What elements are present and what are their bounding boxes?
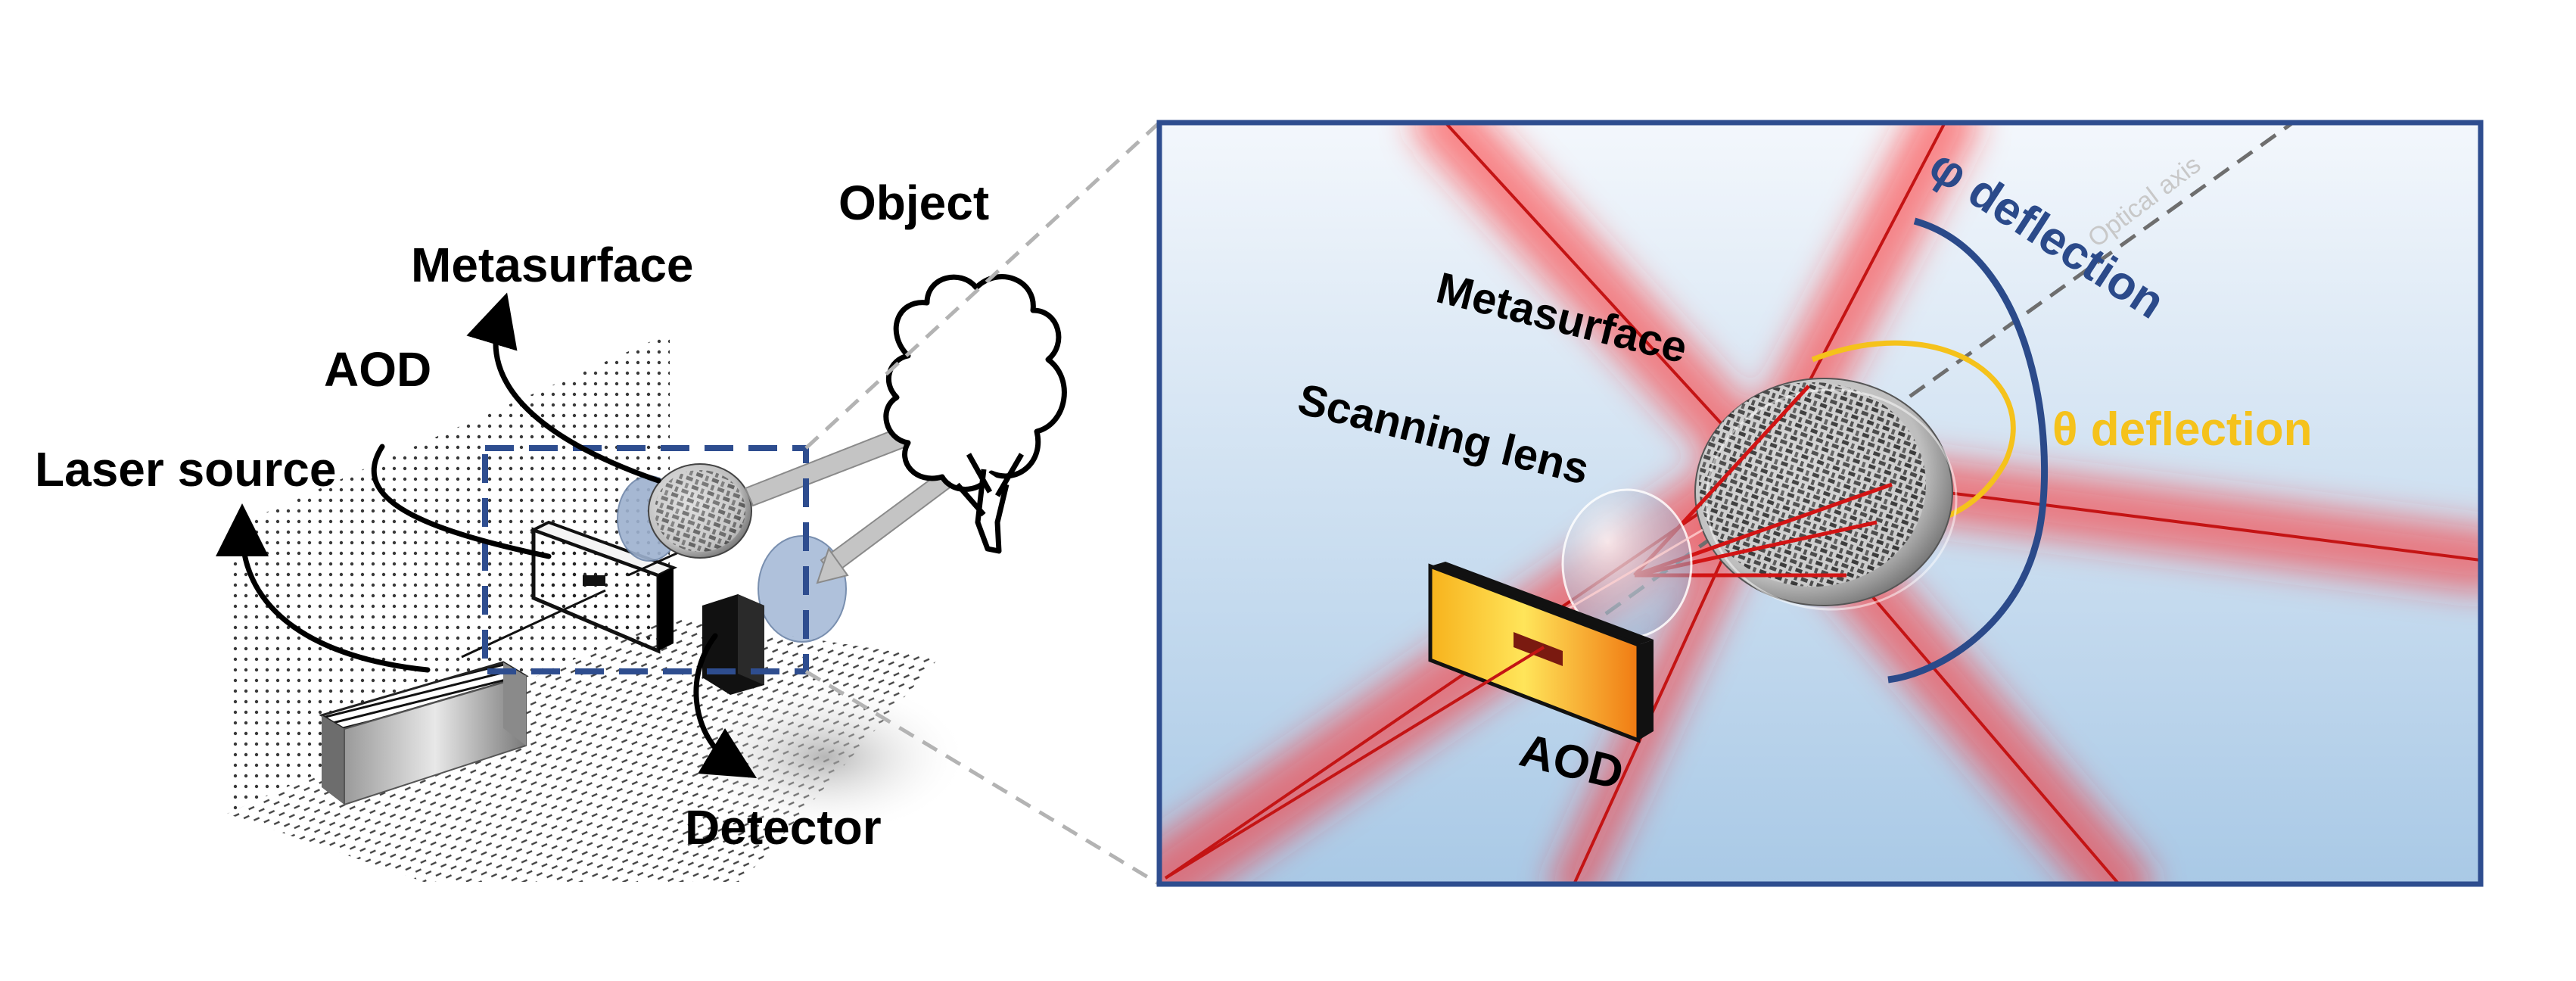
theta-arc — [1811, 340, 2016, 525]
label-object: Object — [838, 176, 989, 230]
label-aod-left: AOD — [324, 342, 431, 397]
zoom-selection-box — [482, 445, 809, 674]
callout-arrows — [216, 292, 757, 779]
zoomed-panel-frame — [1156, 120, 2484, 887]
detector-shadow — [681, 677, 969, 836]
laser-source-box — [319, 661, 529, 806]
left-setup: Object Metasurface AOD Laser source Dete… — [35, 121, 1161, 886]
label-metasurface-left: Metasurface — [411, 238, 694, 292]
aod-slab — [529, 520, 678, 654]
tree-object-icon — [883, 274, 1067, 554]
label-theta-deflection: θ deflection — [2052, 403, 2313, 456]
incoming-beam-core — [1164, 646, 1545, 880]
label-detector: Detector — [685, 800, 882, 855]
back-wall — [227, 333, 670, 814]
metasurface-texture-left — [655, 470, 745, 552]
zoom-lines — [804, 121, 1161, 886]
phi-arc — [1887, 217, 2049, 684]
label-laser-source: Laser source — [35, 442, 336, 497]
zoomed-panel: Optical axis φ deflection θ deflection M… — [1156, 120, 2484, 887]
